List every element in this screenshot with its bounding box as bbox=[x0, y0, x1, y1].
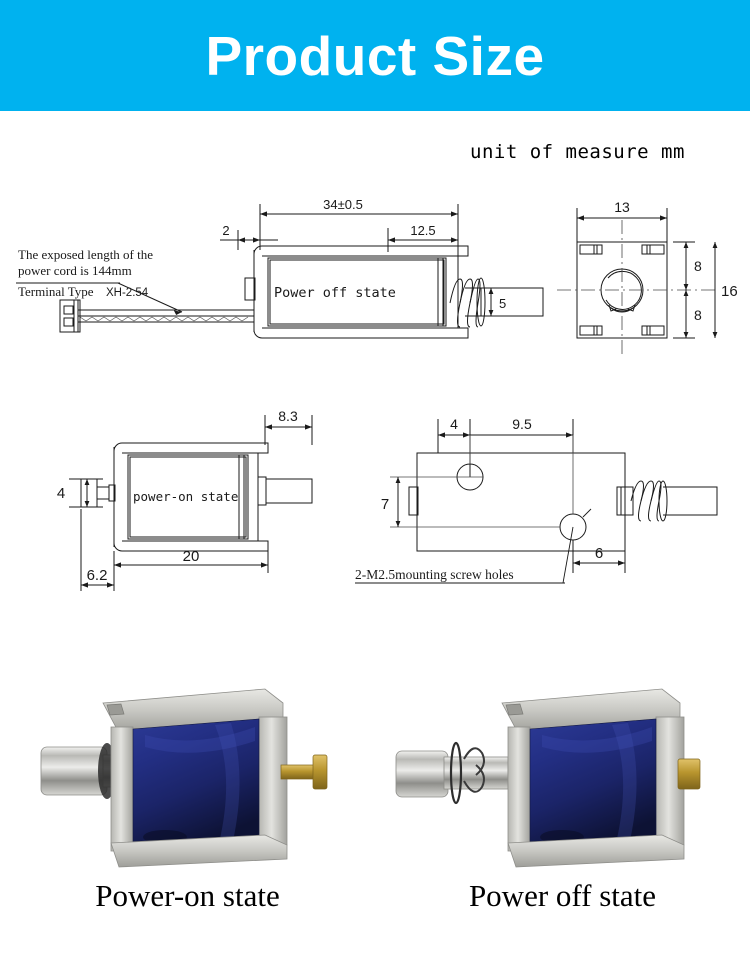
dim-bracket-offset: 2 bbox=[222, 223, 229, 238]
drawing-power-off-side-view: Power off state The exposed length bbox=[10, 190, 544, 370]
product-photo-power-on bbox=[15, 655, 360, 890]
dim-hole-edge-height: 7 bbox=[381, 496, 389, 513]
drawing-body-label-power-off: Power off state bbox=[274, 285, 396, 301]
drawing-front-view: 13 8 8 bbox=[555, 190, 745, 370]
drawing-power-on-side-view: 8.3 power-on state 4 20 bbox=[25, 405, 325, 595]
pin-right-brass bbox=[677, 758, 701, 790]
mounting-holes-callout: 2-M2.5mounting screw holes bbox=[355, 567, 514, 582]
pin-right-brass bbox=[280, 754, 328, 790]
dim-plunger-diameter: 5 bbox=[499, 296, 506, 311]
terminal-type-label: Terminal Type bbox=[18, 284, 94, 299]
dim-hole-spacing: 9.5 bbox=[512, 416, 532, 432]
cord-note-line-2: power cord is 144mm bbox=[18, 263, 132, 278]
dim-hole-offset-b: 6 bbox=[595, 545, 603, 562]
cord-note-line-1: The exposed length of the bbox=[18, 247, 153, 262]
plunger-left-extended bbox=[395, 741, 509, 805]
dim-front-half-bottom: 8 bbox=[694, 307, 702, 323]
dim-rear-pin-height: 4 bbox=[57, 485, 65, 502]
dim-plunger-extension: 12.5 bbox=[410, 223, 435, 238]
dim-overall-length: 34±0.5 bbox=[323, 197, 363, 212]
dim-front-half-top: 8 bbox=[694, 258, 702, 274]
dim-front-total-height: 16 bbox=[721, 283, 738, 300]
dim-body-depth: 8.3 bbox=[278, 408, 298, 424]
terminal-type-value: XH-2.54 bbox=[106, 287, 149, 299]
unit-of-measure-note: unit of measure mm bbox=[470, 141, 685, 163]
dim-body-length: 20 bbox=[183, 548, 200, 565]
dim-rear-pin-length: 6.2 bbox=[87, 567, 108, 584]
drawing-body-label-power-on: power-on state bbox=[133, 489, 238, 504]
photo-caption-power-off: Power off state bbox=[468, 878, 657, 913]
dim-front-width: 13 bbox=[614, 199, 630, 215]
dim-hole-offset-a: 4 bbox=[450, 416, 458, 432]
product-photo-power-off bbox=[390, 655, 735, 890]
page-title: Product Size bbox=[205, 24, 545, 87]
drawing-top-view-mounting: 4 9.5 7 6 bbox=[345, 405, 740, 595]
photo-caption-power-on: Power-on state bbox=[95, 878, 280, 913]
header-banner: Product Size bbox=[0, 0, 750, 111]
